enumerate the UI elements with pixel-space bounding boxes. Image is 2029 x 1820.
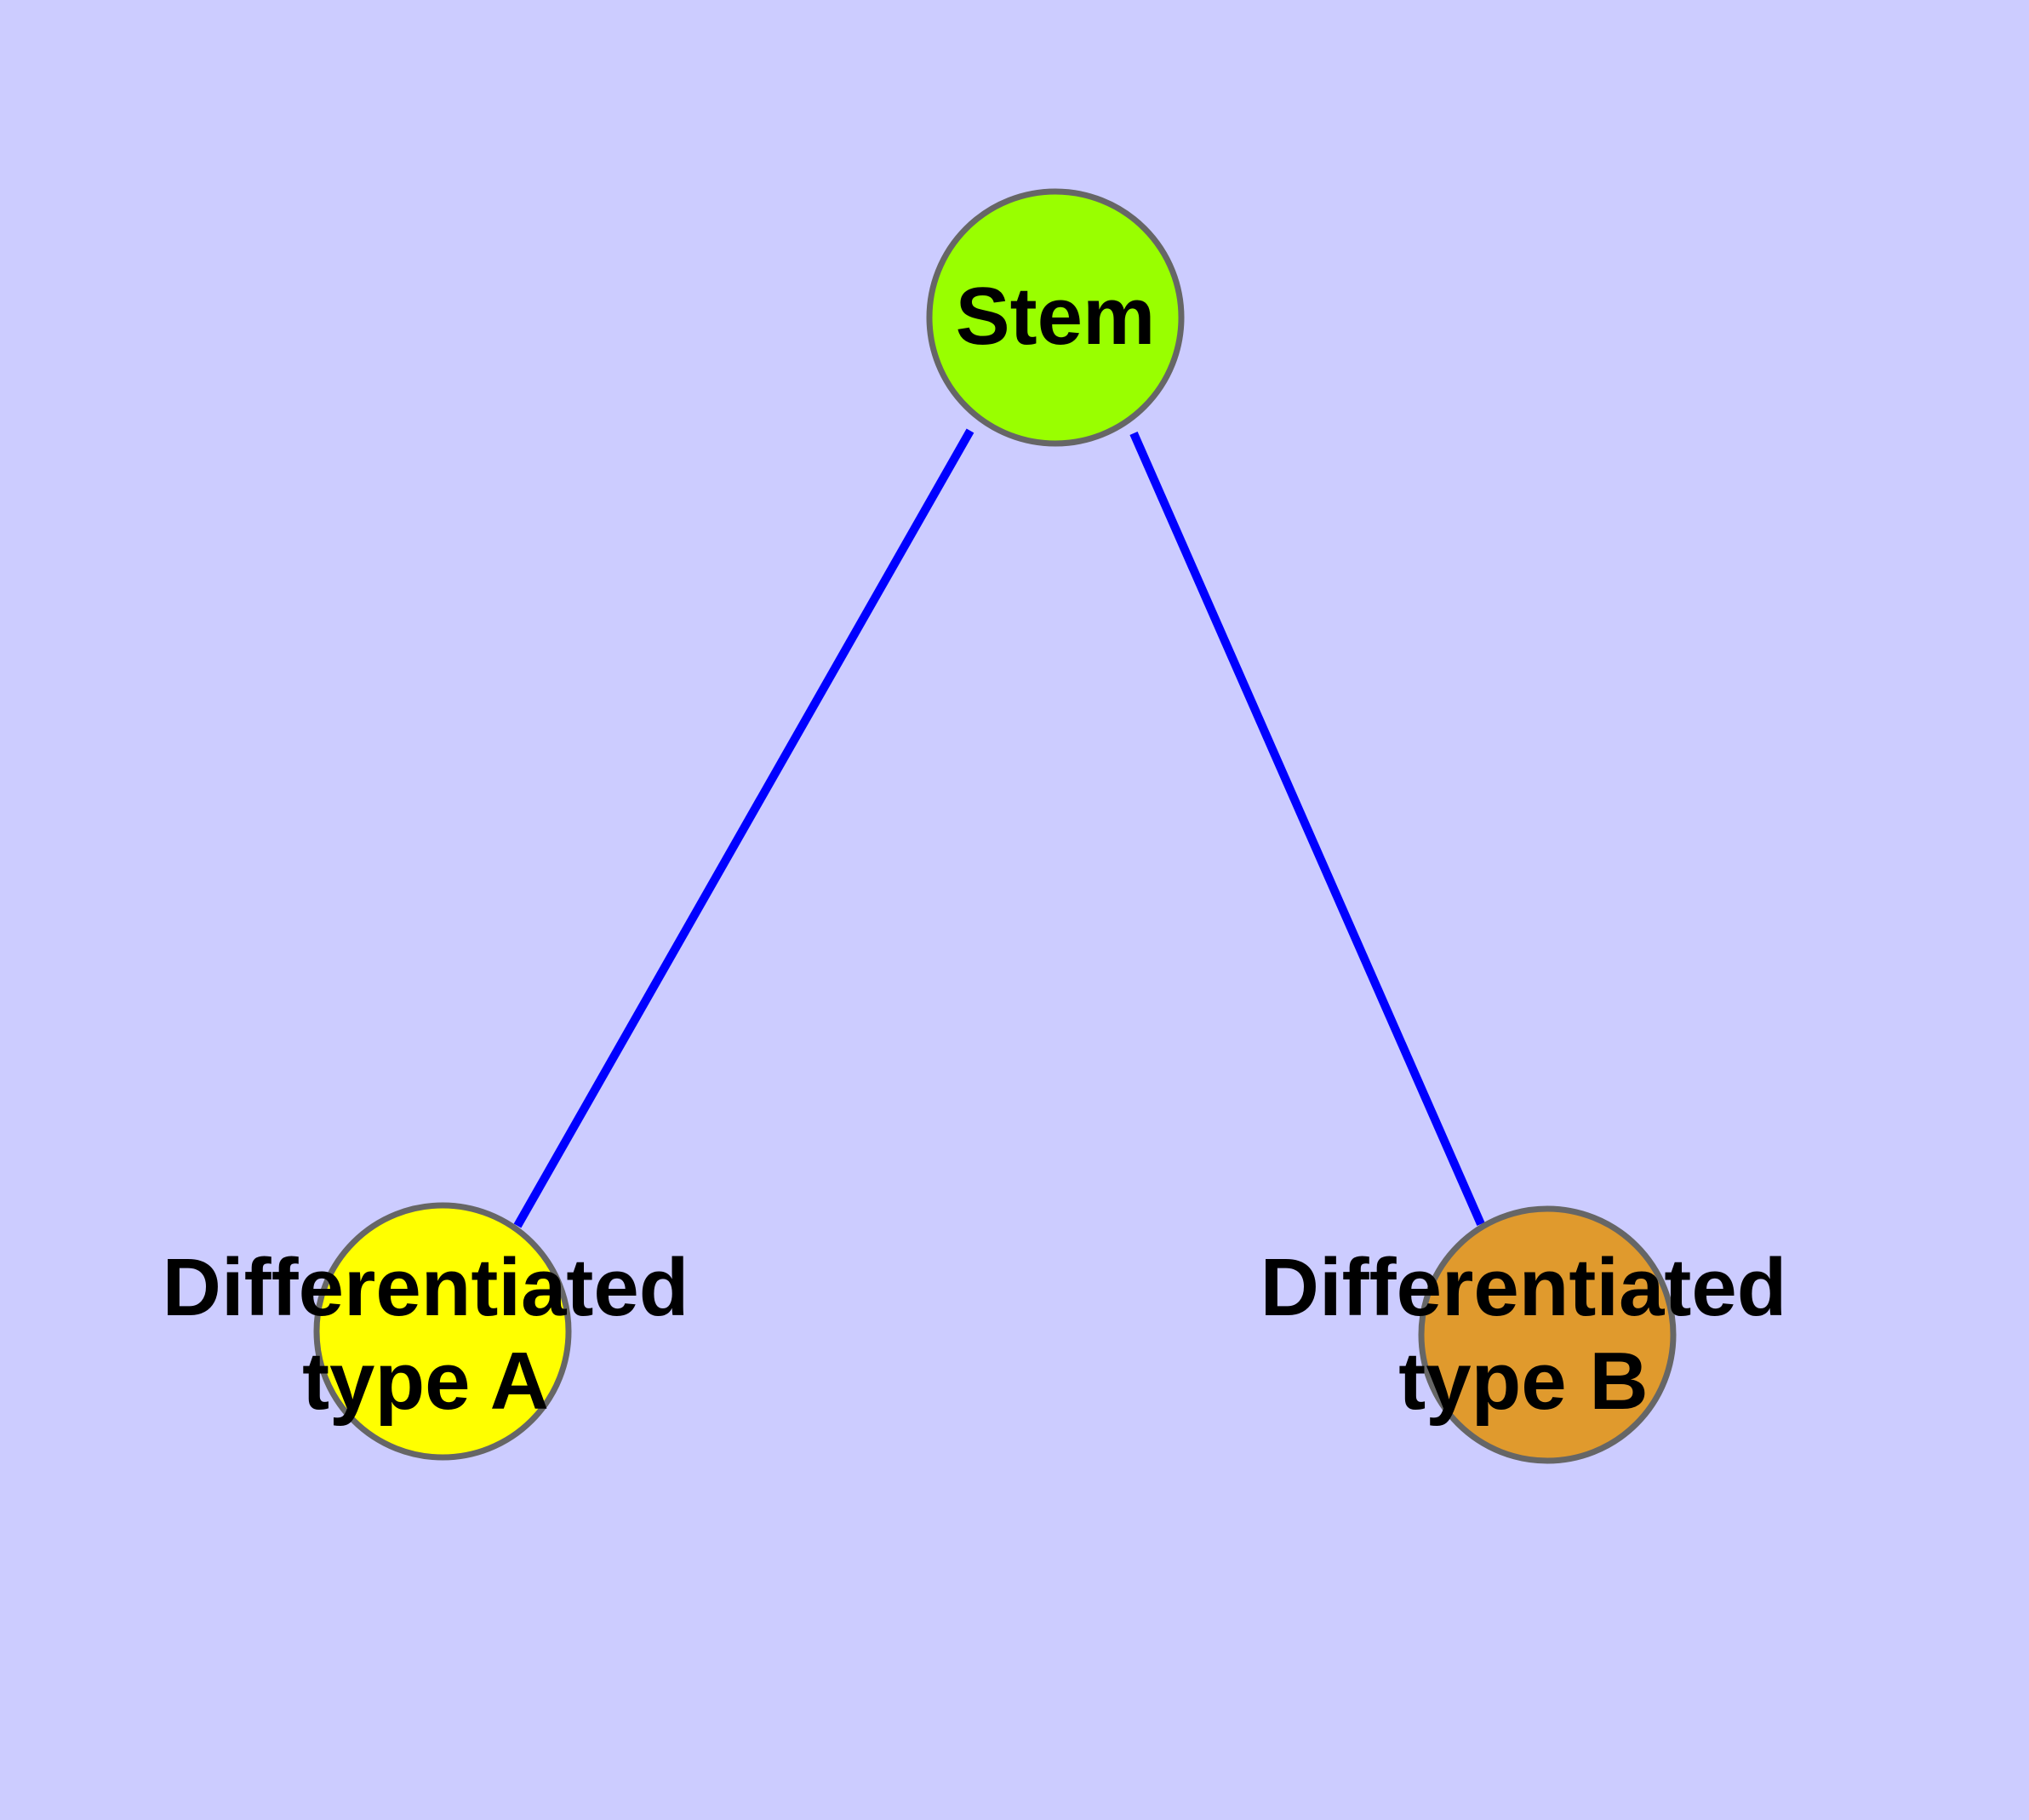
node-label-diff-b-line-2: type B (1398, 1336, 1648, 1427)
nodes-layer (313, 188, 1677, 1464)
node-diff-a[interactable] (313, 1202, 572, 1461)
node-label-diff-b-line-1: Differentiated (1260, 1242, 1787, 1333)
node-diff-b[interactable] (1418, 1205, 1677, 1464)
edge-stem-to-diff-b[interactable] (1129, 431, 1485, 1227)
edges-layer (513, 428, 1485, 1228)
edge-stem-to-diff-a[interactable] (513, 428, 974, 1228)
node-label-diff-a-line-1: Differentiated (163, 1242, 689, 1333)
node-label-diff-a-line-2: type A (302, 1336, 549, 1427)
node-label-stem: Stem (956, 271, 1156, 362)
node-stem[interactable] (926, 188, 1185, 447)
